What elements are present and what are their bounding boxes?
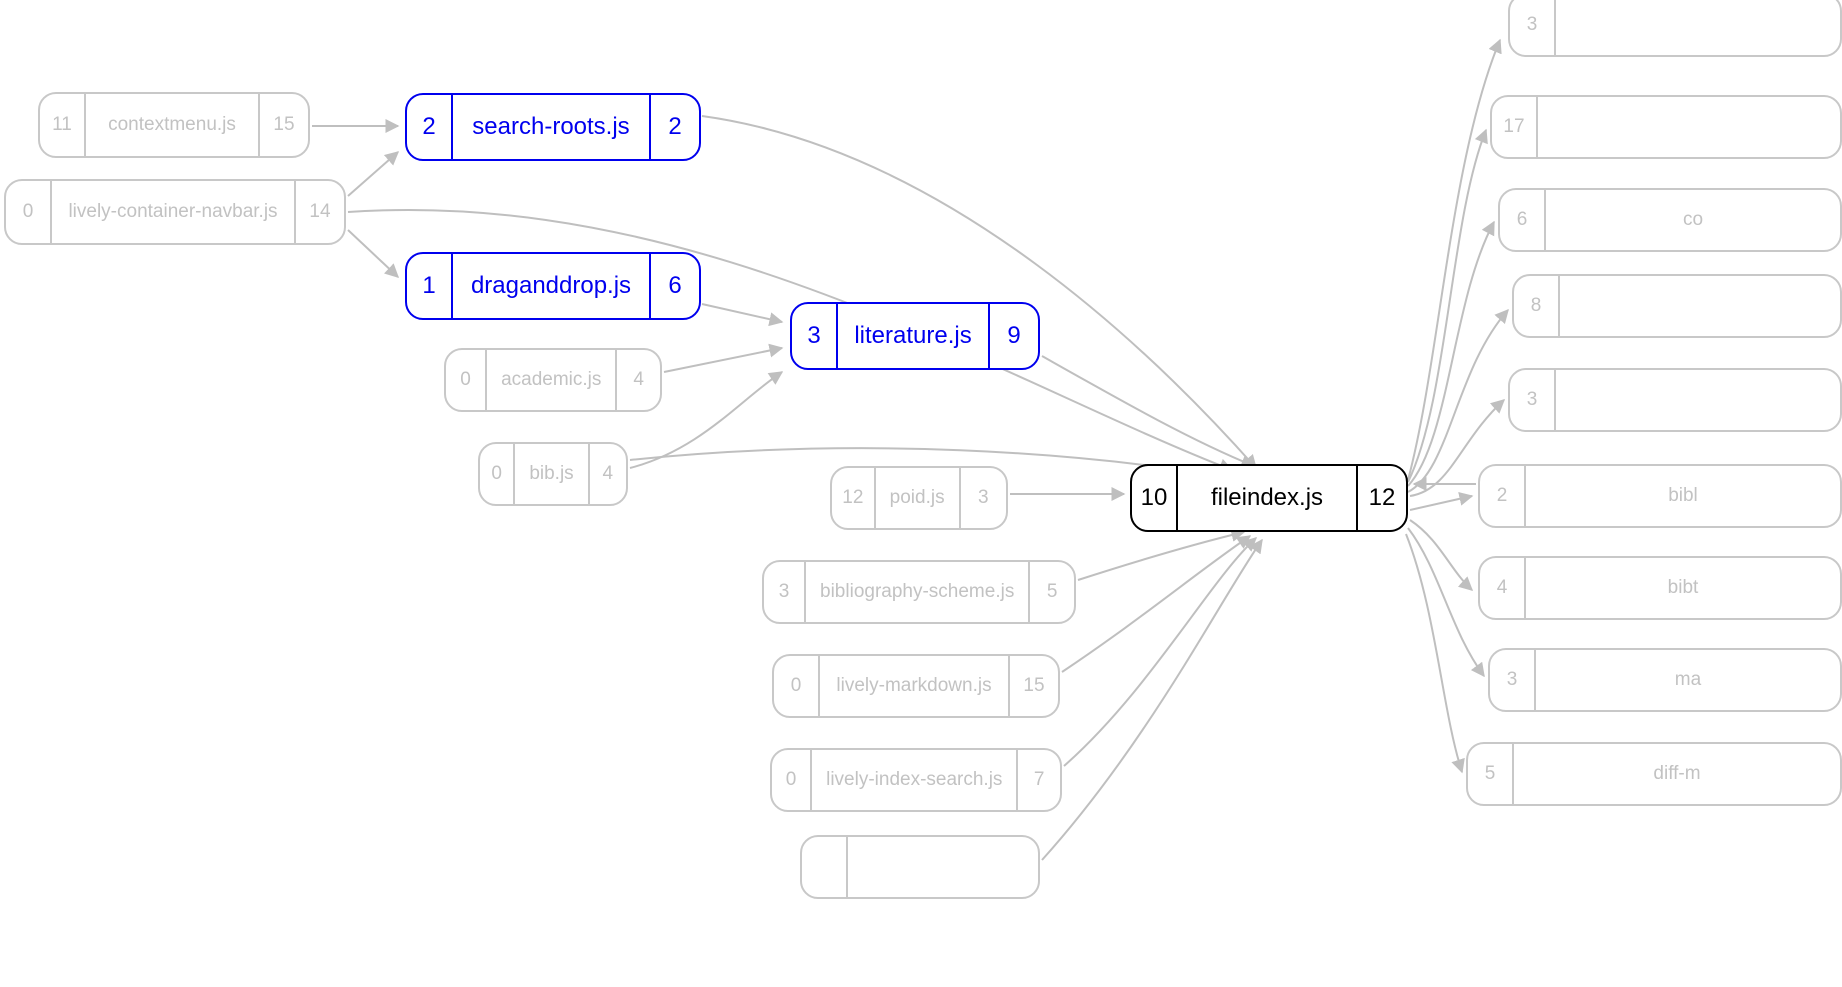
graph-node-draganddrop[interactable]: 1 draganddrop.js 6 (405, 252, 701, 320)
node-outgoing-count: 4 (587, 444, 626, 504)
node-label (1538, 97, 1840, 157)
node-label: draganddrop.js (470, 272, 632, 299)
node-outgoing-count: 3 (958, 468, 1006, 528)
node-label: bibliography-scheme.js (820, 581, 1015, 602)
node-label (848, 837, 1038, 897)
node-label: search-roots.js (472, 113, 630, 140)
node-incoming-count: 3 (1510, 0, 1556, 55)
node-label: lively-index-search.js (826, 769, 1003, 790)
node-incoming-count (802, 837, 848, 897)
node-outgoing-count: 5 (1028, 562, 1074, 622)
graph-node-bib[interactable]: 0 bib.js 4 (478, 442, 628, 506)
node-outgoing-count: 6 (649, 254, 699, 318)
node-label: bibt (1667, 577, 1699, 598)
node-incoming-count: 0 (480, 444, 516, 504)
node-incoming-count: 3 (1490, 650, 1536, 710)
graph-node-right-17[interactable]: 17 (1490, 95, 1842, 159)
graph-node-bottom-partial[interactable] (800, 835, 1040, 899)
node-incoming-count: 0 (772, 750, 813, 810)
node-outgoing-count: 7 (1016, 750, 1060, 810)
node-label: fileindex.js (1210, 484, 1324, 511)
node-label (1556, 0, 1840, 55)
node-label: academic.js (501, 369, 602, 390)
node-label (1556, 370, 1840, 430)
node-incoming-count: 17 (1492, 97, 1538, 157)
graph-node-right-6-co[interactable]: 6 co (1498, 188, 1842, 252)
graph-node-fileindex[interactable]: 10 fileindex.js 12 (1130, 464, 1408, 532)
node-incoming-count: 2 (407, 95, 453, 159)
node-incoming-count: 2 (1480, 466, 1526, 526)
graph-node-right-3-mid[interactable]: 3 (1508, 368, 1842, 432)
node-outgoing-count: 14 (294, 181, 344, 243)
node-incoming-count: 5 (1468, 744, 1514, 804)
node-incoming-count: 12 (832, 468, 876, 528)
graph-node-contextmenu[interactable]: 11 contextmenu.js 15 (38, 92, 310, 158)
node-label: co (1682, 209, 1704, 230)
node-incoming-count: 3 (792, 304, 838, 368)
node-label (1560, 276, 1840, 336)
node-label: literature.js (854, 322, 972, 349)
graph-node-search-roots[interactable]: 2 search-roots.js 2 (405, 93, 701, 161)
node-incoming-count: 4 (1480, 558, 1526, 618)
node-incoming-count: 3 (764, 562, 807, 622)
graph-node-lively-markdown[interactable]: 0 lively-markdown.js 15 (772, 654, 1060, 718)
graph-node-right-3-ma[interactable]: 3 ma (1488, 648, 1842, 712)
graph-node-lively-index-search[interactable]: 0 lively-index-search.js 7 (770, 748, 1062, 812)
graph-node-right-8[interactable]: 8 (1512, 274, 1842, 338)
graph-node-right-4-bibt[interactable]: 4 bibt (1478, 556, 1842, 620)
node-label: bib.js (529, 463, 574, 484)
graph-node-right-5-diffm[interactable]: 5 diff-m (1466, 742, 1842, 806)
node-label: lively-markdown.js (836, 675, 992, 696)
node-incoming-count: 0 (6, 181, 52, 243)
node-outgoing-count: 2 (649, 95, 699, 159)
graph-node-lively-container-navbar[interactable]: 0 lively-container-navbar.js 14 (4, 179, 346, 245)
node-incoming-count: 11 (40, 94, 86, 156)
node-outgoing-count: 15 (258, 94, 308, 156)
graph-node-poid[interactable]: 12 poid.js 3 (830, 466, 1008, 530)
graph-node-right-3-top[interactable]: 3 (1508, 0, 1842, 57)
node-outgoing-count: 9 (988, 304, 1038, 368)
node-incoming-count: 3 (1510, 370, 1556, 430)
node-label: ma (1674, 669, 1702, 690)
node-incoming-count: 1 (407, 254, 453, 318)
node-label: diff-m (1653, 763, 1701, 784)
graph-node-bibliography-scheme[interactable]: 3 bibliography-scheme.js 5 (762, 560, 1076, 624)
graph-node-literature[interactable]: 3 literature.js 9 (790, 302, 1040, 370)
node-label: bibl (1668, 485, 1698, 506)
node-outgoing-count: 15 (1008, 656, 1058, 716)
graph-node-right-2-bibl[interactable]: 2 bibl (1478, 464, 1842, 528)
node-label: poid.js (889, 487, 945, 508)
graph-node-academic[interactable]: 0 academic.js 4 (444, 348, 662, 412)
node-incoming-count: 8 (1514, 276, 1560, 336)
node-outgoing-count: 12 (1356, 466, 1406, 530)
node-incoming-count: 0 (446, 350, 488, 410)
node-label: contextmenu.js (108, 114, 236, 135)
node-incoming-count: 10 (1132, 466, 1178, 530)
node-incoming-count: 0 (774, 656, 820, 716)
node-incoming-count: 6 (1500, 190, 1546, 250)
node-label: lively-container-navbar.js (68, 201, 278, 222)
node-outgoing-count: 4 (615, 350, 660, 410)
